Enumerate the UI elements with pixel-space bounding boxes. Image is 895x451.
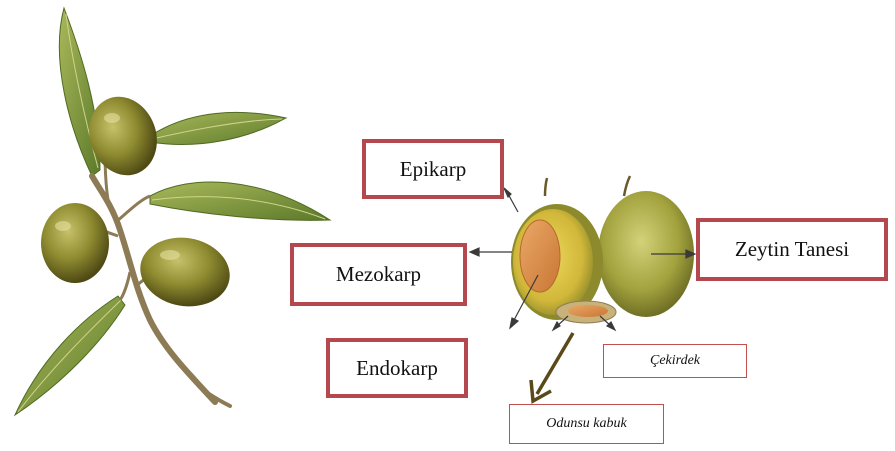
label-odunsu-kabuk: Odunsu kabuk [509, 404, 664, 444]
leaf-right-upper [150, 112, 286, 144]
leaf-bottom-left [15, 296, 125, 415]
olive-fruit [135, 231, 235, 314]
label-cekirdek: Çekirdek [603, 344, 747, 378]
olive-fruit [41, 203, 109, 283]
big-arrow [531, 333, 573, 401]
label-zeytin-tanesi: Zeytin Tanesi [696, 218, 888, 281]
label-mezokarp: Mezokarp [290, 243, 467, 306]
label-endokarp: Endokarp [326, 338, 468, 398]
olive-branch-illustration [15, 8, 330, 415]
label-epikarp: Epikarp [362, 139, 504, 199]
olive-pit [520, 220, 560, 292]
leaf-right-middle [150, 182, 330, 220]
olive-cross-section-illustration [511, 176, 694, 323]
